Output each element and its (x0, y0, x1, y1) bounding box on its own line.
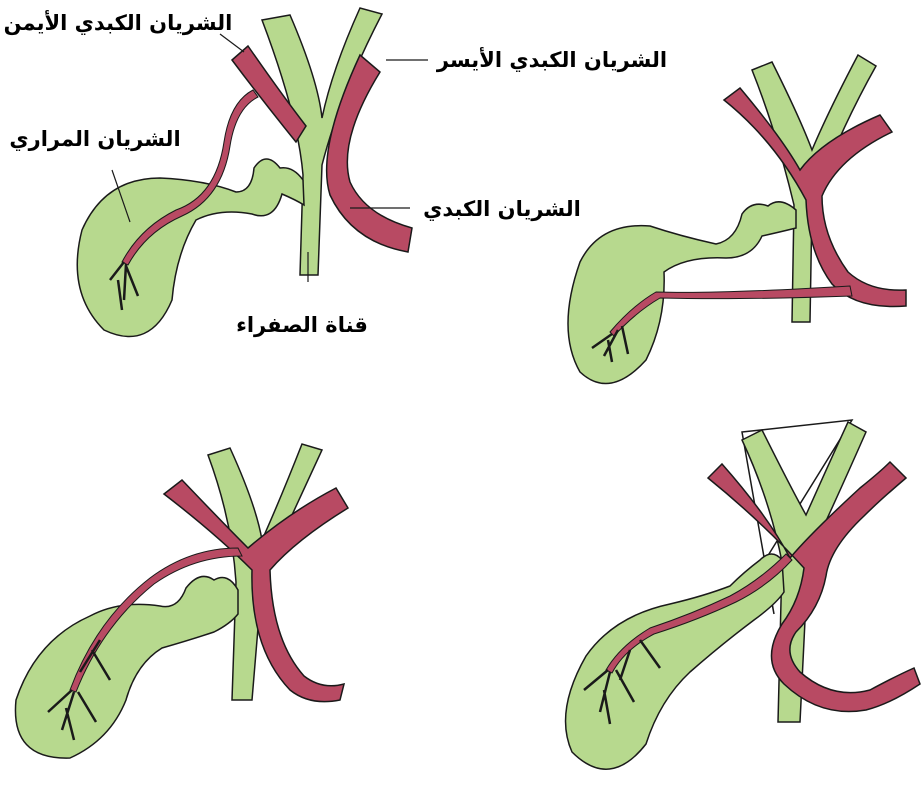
label-right-hepatic-artery: الشريان الكبدي الأيمن (4, 9, 233, 36)
hepatic-artery (162, 478, 350, 703)
label-left-hepatic-artery: الشريان الكبدي الأيسر (436, 46, 667, 73)
leader-lines (111, 33, 428, 282)
cystic-artery (591, 285, 853, 363)
panel-variant-2 (567, 53, 907, 385)
hepatic-artery (722, 86, 907, 308)
panel-variant-3 (14, 443, 350, 759)
panel-variant-4 (564, 419, 921, 770)
label-bile-duct: قناة الصفراء (236, 313, 368, 337)
label-hepatic-artery: الشريان الكبدي (423, 197, 581, 222)
cystic-artery (583, 553, 793, 725)
gallbladder (564, 553, 785, 770)
cystic-artery (109, 89, 259, 311)
panel-normal-anatomy: الشريان الكبدي الأيمن الشريان الكبدي الأ… (4, 7, 667, 338)
gallbladder (14, 575, 239, 759)
gallbladder (76, 158, 305, 338)
hepatic-artery (706, 460, 921, 713)
hepatic-artery (230, 44, 413, 253)
cystic-artery (47, 547, 243, 741)
label-cystic-artery: الشريان المراري (9, 127, 180, 152)
